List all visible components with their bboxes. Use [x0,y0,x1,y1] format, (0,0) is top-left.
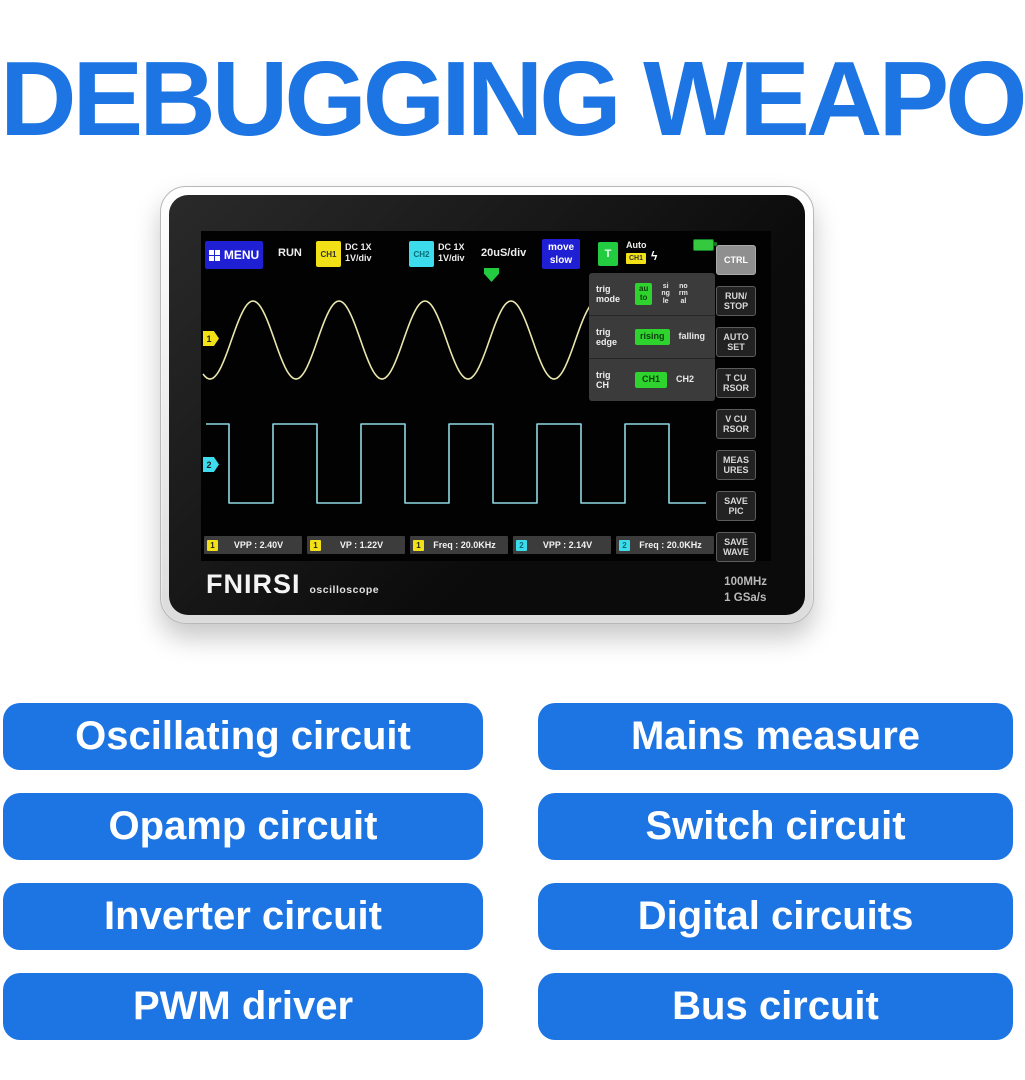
trig-channel-row: trig CH CH1 CH2 [589,359,715,401]
trigger-source-badge: CH1 [626,253,646,264]
feature-pwm-driver[interactable]: PWM driver [3,973,483,1040]
feature-bus-circuit[interactable]: Bus circuit [538,973,1013,1040]
trigger-button[interactable]: T [598,242,618,266]
oscilloscope-device: MENU RUN CH1 DC 1X 1V/div CH2 DC 1X 1V/d… [160,186,814,624]
trig-mode-normal-option[interactable]: no rm al [678,282,688,305]
spec-sample-rate: 1 GSa/s [724,591,767,604]
trig-edge-rising-option[interactable]: rising [635,329,670,345]
menu-label: MENU [223,248,260,262]
save-pic-button[interactable]: SAVE PIC [716,491,756,521]
device-specs: 100MHz 1 GSa/s [724,575,767,606]
ch1-number-badge: 1 [310,539,321,551]
save-wave-button[interactable]: SAVE WAVE [716,532,756,562]
ch2-marker[interactable]: 2 [203,457,219,472]
ch2-number-badge: 2 [619,539,630,551]
trig-edge-label: trig edge [596,326,618,347]
timebase-setting[interactable]: 20uS/div [481,247,527,259]
page-title: DEBUGGING WEAPON [0,44,1025,154]
brand-logo: FNIRSI [206,569,301,599]
measurement-freq-ch1: 1 Freq : 20.0KHz [410,536,508,554]
measurement-vpp-ch2: 2 VPP : 2.14V [513,536,611,554]
trig-mode-single-option[interactable]: si ng le [661,282,670,305]
measurement-value: Freq : 20.0KHz [433,540,496,550]
auto-set-button[interactable]: AUTO SET [716,327,756,357]
measurement-freq-ch2: 2 Freq : 20.0KHz [616,536,714,554]
trig-channel-ch2-option[interactable]: CH2 [676,374,695,385]
run-status: RUN [278,247,302,259]
measurement-value: VPP : 2.14V [542,540,593,550]
spec-bandwidth: 100MHz [724,576,767,588]
move-slow-button[interactable]: move slow [542,239,580,269]
side-button-column: CTRL RUN/ STOP AUTO SET T CU RSOR V CU R… [716,245,756,562]
trig-mode-row: trig mode au to si ng le no rm al [589,273,715,316]
measurement-bar: 1 VPP : 2.40V 1 VP : 1.22V 1 Freq : 20.0… [204,536,714,554]
feature-oscillating-circuit[interactable]: Oscillating circuit [3,703,483,770]
ch2-square-wave [206,423,706,504]
ctrl-button[interactable]: CTRL [716,245,756,275]
measurement-value: Freq : 20.0KHz [639,540,702,550]
feature-switch-circuit[interactable]: Switch circuit [538,793,1013,860]
ch1-sine-wave [202,300,594,380]
ch1-number-badge: 1 [413,539,424,551]
lightning-icon: ϟ [651,249,658,263]
battery-icon [693,239,717,251]
trig-channel-label: trig CH [596,369,611,390]
feature-opamp-circuit[interactable]: Opamp circuit [3,793,483,860]
measurement-vp-ch1: 1 VP : 1.22V [307,536,405,554]
trig-edge-falling-option[interactable]: falling [678,331,706,342]
brand-subtitle: oscilloscope [309,584,380,596]
menu-grid-icon [208,249,220,261]
measures-button[interactable]: MEAS URES [716,450,756,480]
trig-edge-row: trig edge rising falling [589,316,715,359]
channel2-badge[interactable]: CH2 [409,241,434,267]
feature-button-grid: Oscillating circuit Mains measure Opamp … [3,703,1013,1040]
channel1-settings: DC 1X 1V/div [345,242,372,264]
waveform-display [202,300,706,504]
ch2-number-badge: 2 [516,539,527,551]
channel1-badge[interactable]: CH1 [316,241,341,267]
ch1-marker[interactable]: 1 [203,331,219,346]
channel2-settings: DC 1X 1V/div [438,242,465,264]
measurement-value: VPP : 2.40V [233,540,284,550]
ch1-number-badge: 1 [207,539,218,551]
device-bezel: MENU RUN CH1 DC 1X 1V/div CH2 DC 1X 1V/d… [169,195,805,615]
trig-mode-label: trig mode [596,283,621,304]
feature-inverter-circuit[interactable]: Inverter circuit [3,883,483,950]
feature-digital-circuits[interactable]: Digital circuits [538,883,1013,950]
menu-button[interactable]: MENU [205,241,263,269]
t-cursor-button[interactable]: T CU RSOR [716,368,756,398]
run-stop-button[interactable]: RUN/ STOP [716,286,756,316]
trig-mode-auto-option[interactable]: au to [635,283,653,305]
trigger-settings-panel: trig mode au to si ng le no rm al trig e… [589,273,715,401]
measurement-vpp-ch1: 1 VPP : 2.40V [204,536,302,554]
trigger-mode-label: Auto [626,240,647,250]
feature-mains-measure[interactable]: Mains measure [538,703,1013,770]
v-cursor-button[interactable]: V CU RSOR [716,409,756,439]
trig-channel-ch1-option[interactable]: CH1 [635,372,668,388]
oscilloscope-screen: MENU RUN CH1 DC 1X 1V/div CH2 DC 1X 1V/d… [201,231,771,562]
measurement-value: VP : 1.22V [339,540,384,550]
brand-row: FNIRSI oscilloscope [206,569,379,600]
